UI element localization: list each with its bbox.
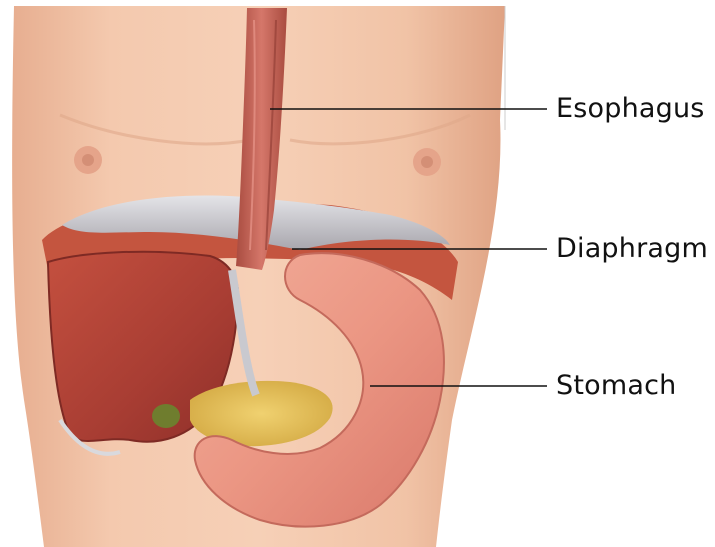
esophagus-label: Esophagus [556, 95, 705, 122]
gallbladder [152, 404, 180, 428]
nipple-left [74, 146, 102, 174]
stomach-label: Stomach [556, 372, 676, 399]
diaphragm-label: Diaphragm [556, 235, 708, 262]
nipple-right [413, 148, 441, 176]
